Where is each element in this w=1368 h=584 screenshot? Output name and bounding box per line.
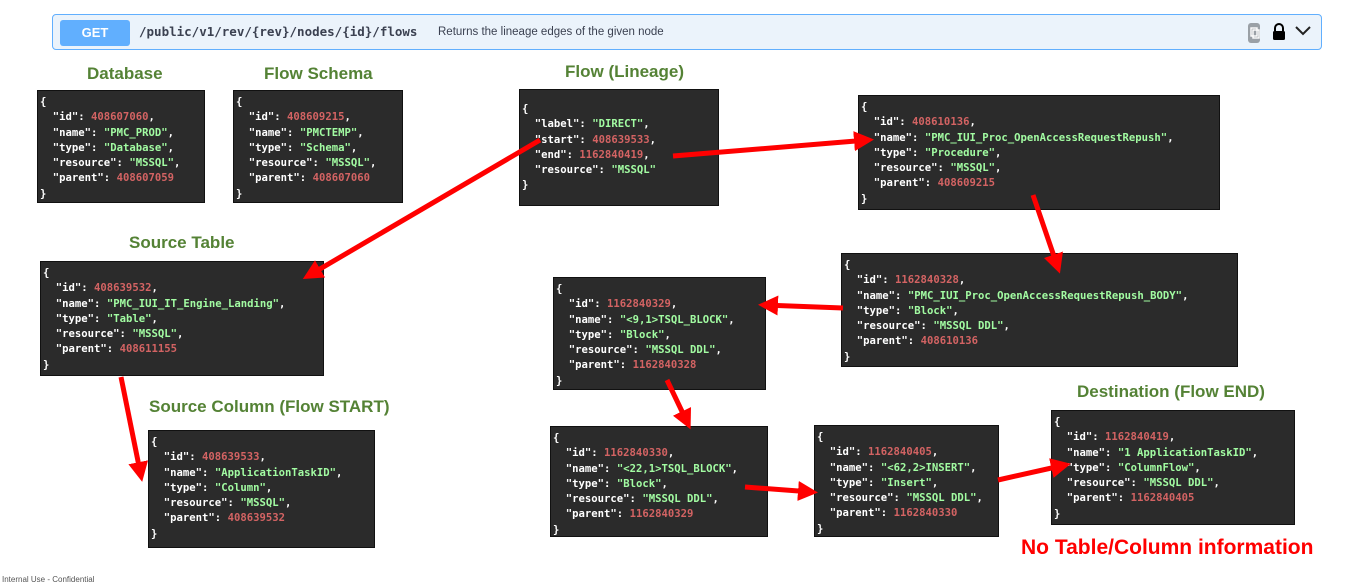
flow-lineage-node-card: { "label": "DIRECT", "start": 408639533,… [519, 89, 719, 206]
procedure-node-card: { "id": 408610136, "name": "PMC_IUI_Proc… [858, 95, 1220, 210]
arrow-block1-to-block2 [664, 378, 691, 430]
endpoint-description: Returns the lineage edges of the given n… [438, 26, 664, 38]
copy-icon[interactable] [1247, 22, 1261, 44]
get-method-button[interactable]: GET [60, 20, 130, 46]
footer-label: Internal Use - Confidential [2, 575, 95, 584]
database-title: Database [87, 64, 163, 83]
source-table-node-card: { "id": 408639532, "name": "PMC_IUI_IT_E… [40, 261, 324, 376]
source-column-node-card: { "id": 408639533, "name": "ApplicationT… [148, 430, 375, 548]
source-column-title: Source Column (Flow START) [149, 397, 390, 416]
tsql-block-2-node-card: { "id": 1162840330, "name": "<22,1>TSQL_… [550, 426, 768, 537]
flow-schema-node-card: { "id": 408609215, "name": "PMCTEMP", "t… [233, 90, 403, 203]
arrow-block2-to-insert [744, 480, 818, 501]
destination-node-card: { "id": 1162840419, "name": "1 Applicati… [1051, 410, 1295, 525]
arrow-start-to-source-table [302, 137, 542, 280]
tsql-block-1-node-card: { "id": 1162840329, "name": "<9,1>TSQL_B… [553, 277, 766, 390]
flow-lineage-title: Flow (Lineage) [565, 62, 684, 81]
insert-node-card: { "id": 1162840405, "name": "<62,2>INSER… [814, 425, 999, 537]
arrow-body-to-block1 [758, 295, 844, 316]
procedure-body-node-card: { "id": 1162840328, "name": "PMC_IUI_Pro… [841, 253, 1238, 367]
source-table-title: Source Table [129, 233, 235, 252]
chevron-down-icon[interactable] [1294, 24, 1312, 38]
endpoint-path: /public/v1/rev/{rev}/nodes/{id}/flows [139, 24, 418, 39]
destination-title: Destination (Flow END) [1077, 382, 1265, 401]
database-node-card: { "id": 408607060, "name": "PMC_PROD", "… [37, 90, 205, 203]
lock-icon[interactable] [1272, 22, 1286, 42]
arrow-insert-to-destination [997, 458, 1071, 483]
arrow-end-to-procedure [672, 131, 874, 159]
arrow-table-to-column [118, 376, 149, 482]
no-table-column-note: No Table/Column information [1021, 536, 1314, 559]
flow-schema-title: Flow Schema [264, 64, 373, 83]
api-endpoint-bar[interactable]: GET /public/v1/rev/{rev}/nodes/{id}/flow… [52, 14, 1322, 50]
arrow-procedure-to-body [1030, 194, 1063, 274]
